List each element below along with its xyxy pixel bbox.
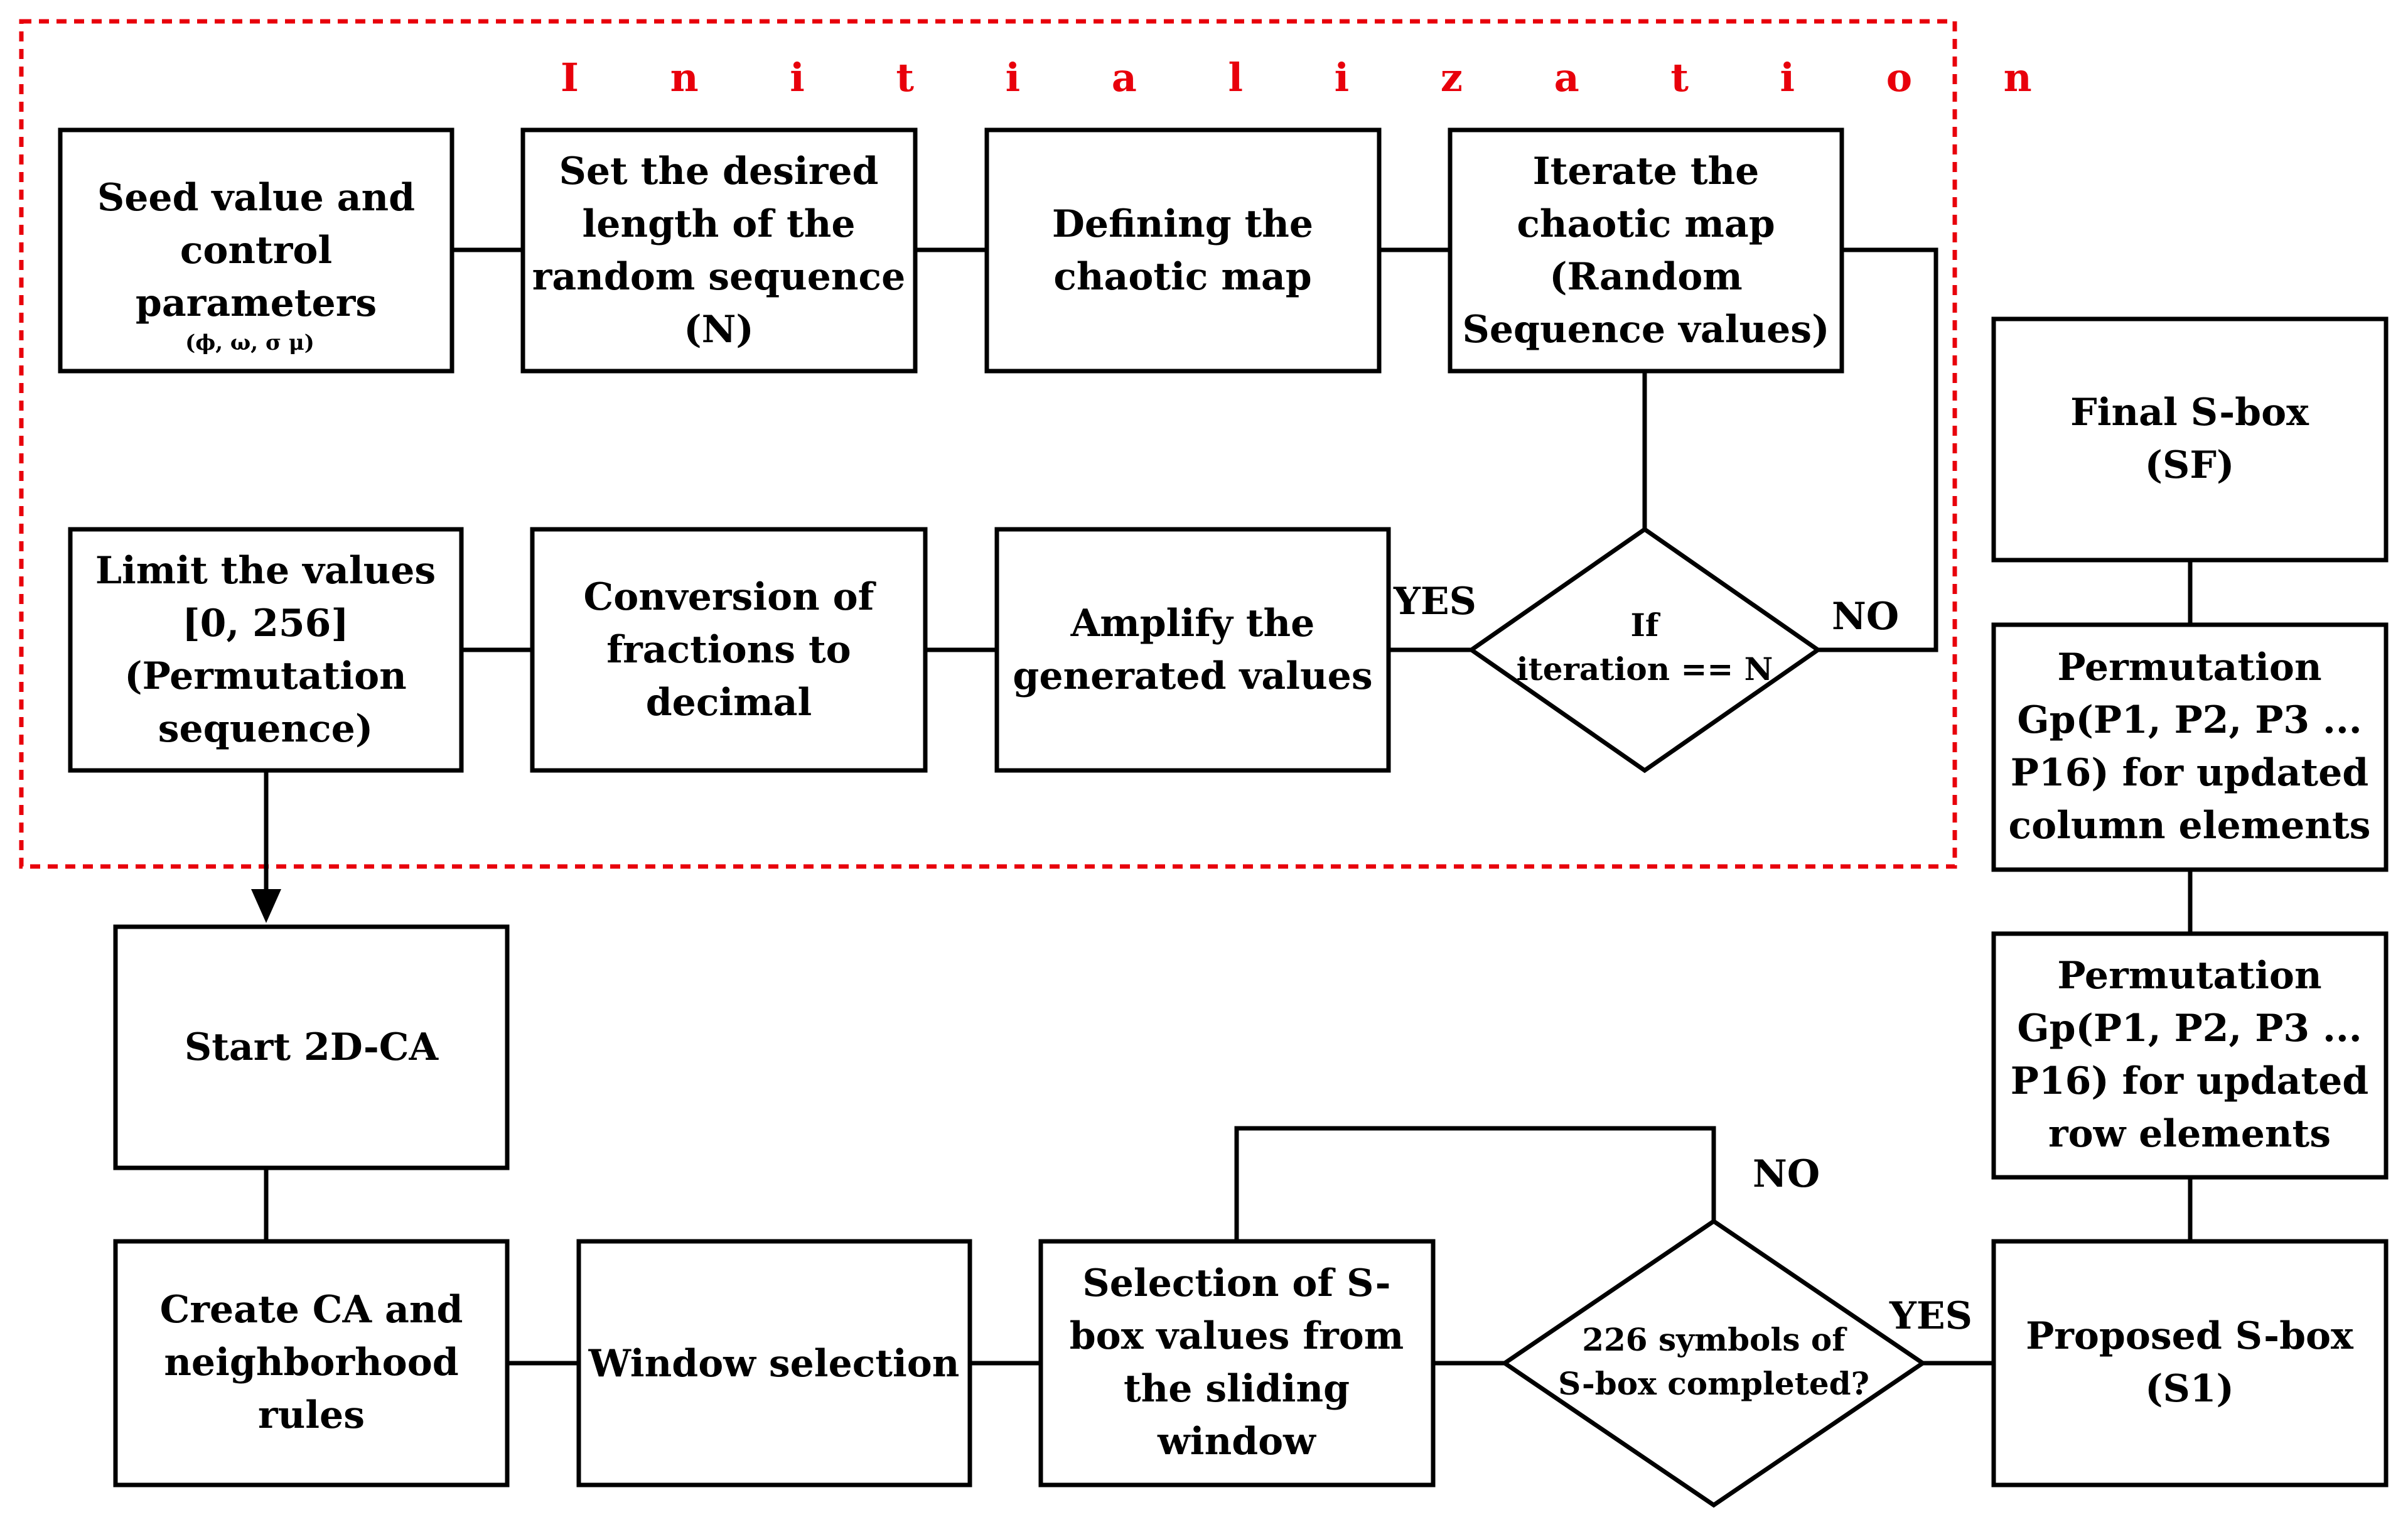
svg-text:Gp(P1, P2, P3 ...: Gp(P1, P2, P3 ...	[2017, 1007, 2362, 1050]
selection-sbox-box: Selection of S- box values from the slid…	[1038, 1239, 1436, 1487]
seed-box: Seed value and control parameters (ϕ, ω,…	[58, 127, 454, 374]
svg-text:iteration == N: iteration == N	[1517, 650, 1773, 688]
permutation-column-box: Permutation Gp(P1, P2, P3 ... P16) for u…	[1991, 622, 2389, 872]
yes-label-bottom: YES	[1889, 1294, 1972, 1338]
svg-text:(Random: (Random	[1549, 255, 1743, 299]
svg-text:Defining the: Defining the	[1052, 202, 1313, 246]
final-sbox-box: Final S-box (SF)	[1991, 316, 2389, 563]
amplify-box: Amplify the generated values	[994, 527, 1391, 773]
svg-text:parameters: parameters	[136, 281, 377, 325]
connector-no-loop-top	[1818, 247, 1938, 652]
start-2dca-box: Start 2D-CA	[113, 924, 510, 1170]
svg-text:[0, 256]: [0, 256]	[182, 602, 349, 645]
svg-text:Start 2D-CA: Start 2D-CA	[185, 1025, 439, 1069]
set-length-box: Set the desired length of the random seq…	[520, 127, 918, 374]
no-label-bottom: NO	[1753, 1152, 1820, 1196]
connector-no-loop-bottom	[1234, 1126, 1716, 1241]
seed-parameters-symbols: (ϕ, ω, σ μ)	[185, 330, 314, 355]
arrow-head-start	[251, 889, 281, 923]
svg-text:226 symbols of: 226 symbols of	[1582, 1321, 1847, 1358]
svg-text:Iterate the: Iterate the	[1533, 149, 1760, 193]
svg-text:Conversion of: Conversion of	[584, 575, 877, 619]
svg-text:column elements: column elements	[2009, 804, 2371, 848]
svg-text:box values from: box values from	[1070, 1314, 1404, 1358]
svg-text:Sequence values): Sequence values)	[1463, 308, 1830, 352]
create-ca-box: Create CA and neighborhood rules	[113, 1239, 510, 1487]
conversion-box: Conversion of fractions to decimal	[530, 527, 928, 773]
svg-text:Create CA and: Create CA and	[160, 1288, 463, 1332]
svg-text:Proposed S-box: Proposed S-box	[2026, 1314, 2354, 1358]
svg-text:If: If	[1631, 607, 1661, 644]
svg-text:the sliding: the sliding	[1124, 1367, 1350, 1411]
svg-text:random sequence: random sequence	[532, 255, 906, 299]
svg-text:Amplify the: Amplify the	[1070, 602, 1315, 645]
svg-text:(Permutation: (Permutation	[124, 654, 407, 698]
svg-text:row elements: row elements	[2048, 1112, 2331, 1156]
svg-text:Gp(P1, P2, P3 ...: Gp(P1, P2, P3 ...	[2017, 698, 2362, 742]
svg-text:Limit the values: Limit the values	[95, 549, 436, 593]
svg-text:(S1): (S1)	[2145, 1367, 2234, 1411]
svg-text:Selection of S-: Selection of S-	[1082, 1261, 1390, 1305]
define-map-box: Defining the chaotic map	[984, 127, 1382, 374]
limit-box: Limit the values [0, 256] (Permutation s…	[68, 527, 464, 773]
svg-text:Permutation: Permutation	[2057, 954, 2321, 998]
svg-text:(SF): (SF)	[2145, 443, 2235, 487]
svg-text:S-box completed?: S-box completed?	[1558, 1365, 1869, 1402]
svg-text:fractions to: fractions to	[606, 628, 851, 672]
svg-text:neighborhood: neighborhood	[164, 1341, 458, 1384]
svg-text:generated values: generated values	[1013, 654, 1372, 698]
initialization-title: I n i t i a l i z a t i o n	[561, 55, 2071, 100]
symbols-decision: 226 symbols of S-box completed?	[1500, 1218, 1927, 1508]
svg-text:Permutation: Permutation	[2057, 645, 2321, 689]
svg-text:length of the: length of the	[583, 202, 856, 246]
window-selection-box: Window selection	[576, 1239, 972, 1487]
svg-text:Window selection: Window selection	[588, 1342, 960, 1386]
svg-text:P16) for updated: P16) for updated	[2011, 751, 2368, 795]
svg-text:Set the desired: Set the desired	[559, 149, 879, 193]
permutation-row-box: Permutation Gp(P1, P2, P3 ... P16) for u…	[1991, 931, 2389, 1180]
iterate-box: Iterate the chaotic map (Random Sequence…	[1448, 127, 1844, 374]
svg-text:P16) for updated: P16) for updated	[2011, 1059, 2368, 1103]
svg-text:chaotic map: chaotic map	[1053, 255, 1311, 299]
svg-text:(N): (N)	[684, 308, 754, 352]
svg-text:sequence): sequence)	[158, 707, 373, 751]
yes-label-top: YES	[1393, 580, 1476, 623]
svg-text:control: control	[180, 229, 332, 273]
no-label-top: NO	[1832, 595, 1899, 639]
svg-text:Seed value and: Seed value and	[97, 176, 415, 220]
iteration-decision: If iteration == N	[1467, 526, 1822, 774]
proposed-sbox-box: Proposed S-box (S1)	[1991, 1239, 2389, 1487]
svg-text:Final S-box: Final S-box	[2070, 391, 2309, 434]
svg-text:window: window	[1157, 1420, 1316, 1464]
svg-text:chaotic map: chaotic map	[1517, 202, 1775, 246]
svg-text:rules: rules	[258, 1393, 365, 1437]
svg-text:decimal: decimal	[646, 681, 812, 725]
initialization-region	[19, 19, 1957, 869]
